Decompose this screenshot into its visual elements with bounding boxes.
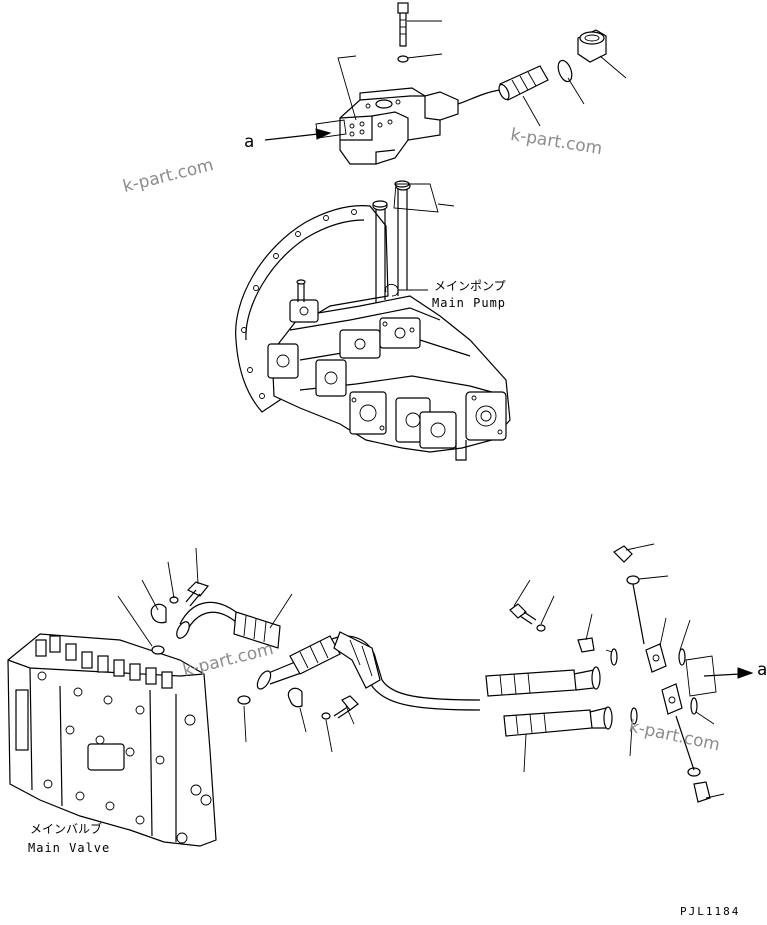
right-o-ring-lower (630, 707, 638, 725)
main-valve-label-en: Main Valve (28, 841, 111, 855)
main-pump (235, 180, 511, 461)
top-hose-sleeve (457, 65, 549, 105)
main-valve (7, 633, 217, 847)
top-o-ring (557, 59, 573, 83)
right-hose-sleeve-upper (485, 669, 577, 697)
right-o-ring-upper (610, 648, 618, 666)
reference-a-top: a (244, 132, 255, 152)
split-flange-lower (661, 683, 683, 715)
top-valve-block (339, 87, 459, 165)
top-washer (397, 55, 409, 63)
lower-clamp (287, 687, 303, 708)
top-valve-assembly (264, 2, 627, 165)
main-valve-label-jp: メインバルブ (30, 822, 103, 836)
right-hose-group (485, 543, 754, 803)
main-pump-label-jp: メインポンプ (434, 279, 506, 293)
main-pump-label-en: Main Pump (432, 296, 507, 310)
split-flange-upper (645, 643, 667, 673)
reference-a-right: a (757, 660, 767, 680)
left-hose-group (117, 547, 481, 753)
top-plug (577, 29, 607, 63)
left-o-ring-lower (237, 695, 251, 705)
pump-o-ring-mid (372, 200, 388, 208)
left-o-ring-upper (151, 645, 165, 655)
drawing-code: PJL1184 (680, 905, 741, 918)
top-bolt (397, 2, 409, 47)
upper-clamp (150, 603, 167, 624)
